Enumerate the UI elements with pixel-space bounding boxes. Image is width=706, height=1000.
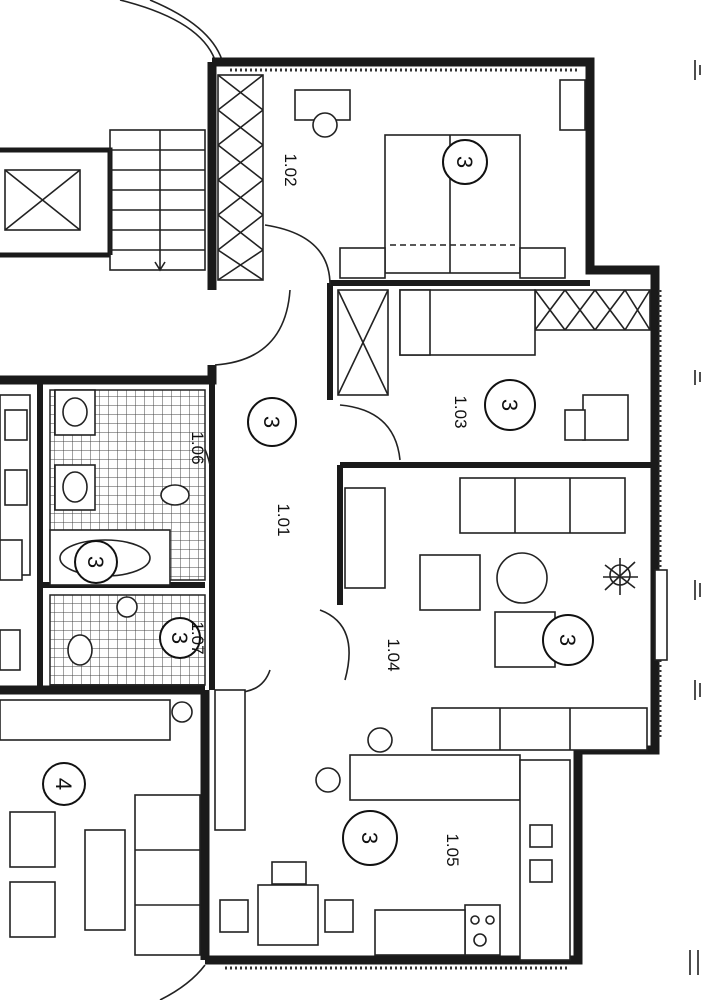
room-label-1-05: 1.05 xyxy=(443,833,462,866)
kitchen-1-05-furniture xyxy=(214,689,571,961)
marker-label: 3 xyxy=(357,832,382,844)
marker-label: 3 xyxy=(83,556,108,568)
room-label-1-07: 1.07 xyxy=(188,621,207,654)
marker-label: 4 xyxy=(51,778,76,790)
living-room-1-04-furniture xyxy=(344,477,668,753)
marker-circle xyxy=(484,379,536,431)
marker-circle xyxy=(542,614,594,666)
marker-circle xyxy=(159,617,201,659)
bathroom-1-06 xyxy=(49,389,206,586)
room-label-1-01: 1.01 xyxy=(274,503,293,536)
room-labels: 1.02 1.03 1.01 1.06 1.04 1.07 1.05 xyxy=(188,153,470,866)
interior-walls xyxy=(0,147,655,690)
room-label-1-06: 1.06 xyxy=(188,431,207,464)
bedroom-1-02-furniture xyxy=(294,79,586,279)
marker-circle xyxy=(74,540,118,584)
facade-ticks xyxy=(689,60,701,975)
rotunda-outline xyxy=(119,0,223,1000)
room-1-03-furniture xyxy=(399,289,629,441)
marker-label: 3 xyxy=(167,632,192,644)
marker-circle xyxy=(247,397,297,447)
marker-circle xyxy=(342,810,398,866)
marker-labels: 3 3 3 3 3 3 3 4 xyxy=(51,156,580,844)
marker-label: 3 xyxy=(497,399,522,411)
plant-icon xyxy=(603,558,638,595)
marker-label: 3 xyxy=(555,634,580,646)
marker-circle xyxy=(442,139,488,185)
marker-circles xyxy=(42,139,594,866)
neighbour-unit xyxy=(0,394,201,956)
room-label-1-02: 1.02 xyxy=(281,153,300,186)
room-label-1-04: 1.04 xyxy=(384,638,403,671)
marker-circle xyxy=(42,762,86,806)
marker-label: 3 xyxy=(259,416,284,428)
doors xyxy=(159,224,401,694)
elevator-shaft xyxy=(4,169,81,231)
room-label-1-03: 1.03 xyxy=(451,395,470,428)
marker-label: 3 xyxy=(452,156,477,168)
staircase xyxy=(109,129,206,272)
